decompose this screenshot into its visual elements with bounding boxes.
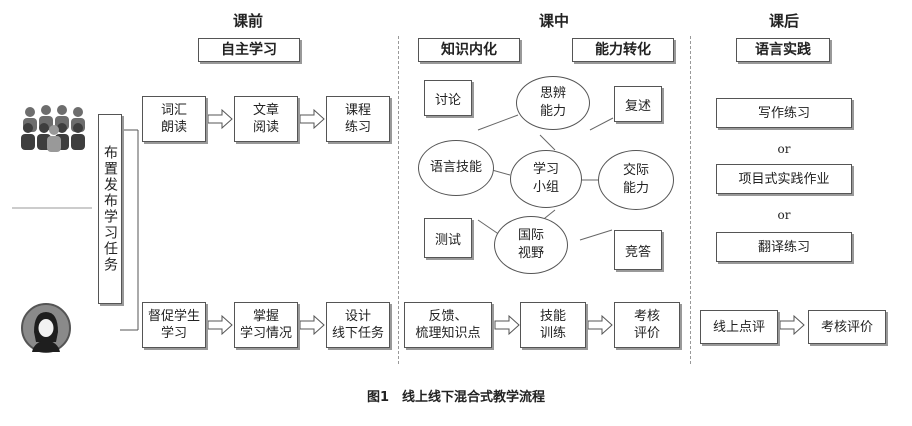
assign-tasks-box: 布置发布学习任务 (98, 114, 122, 304)
ellipse-group: 学习 小组 (510, 150, 582, 208)
in-offline-step: 反馈、 梳理知识点 (404, 302, 492, 348)
pre-online-step: 文章 阅读 (234, 96, 298, 142)
pre-offline-step: 设计 线下任务 (326, 302, 390, 348)
phase-sub-pre: 自主学习 (198, 38, 300, 62)
or-text: or (777, 142, 791, 156)
post-offline-step: 线上点评 (700, 310, 778, 344)
phase-sub-post: 语言实践 (736, 38, 830, 62)
phase-sub-in-2: 能力转化 (572, 38, 674, 62)
figure-caption: 图1 线上线下混合式教学流程 (366, 390, 546, 405)
post-online-item: 写作练习 (716, 98, 852, 128)
phase-title-in: 课中 (538, 12, 569, 30)
ellipse-communication: 交际 能力 (598, 150, 674, 210)
note-contest: 竞答 (614, 230, 662, 270)
pre-offline-step: 掌握 学习情况 (234, 302, 298, 348)
ellipse-vision: 国际 视野 (494, 216, 568, 274)
teacher-avatar-icon (20, 302, 72, 354)
note-discuss: 讨论 (424, 80, 472, 116)
pre-online-step: 词汇 朗读 (142, 96, 206, 142)
phase-title-pre: 课前 (232, 12, 263, 30)
pre-offline-step: 督促学生 学习 (142, 302, 206, 348)
pre-online-step: 课程 练习 (326, 96, 390, 142)
post-online-item: 项目式实践作业 (716, 164, 852, 194)
in-offline-step: 考核 评价 (614, 302, 680, 348)
note-test: 测试 (424, 218, 472, 258)
students-group-icon (18, 104, 90, 152)
phase-sub-in-1: 知识内化 (418, 38, 520, 62)
in-offline-step: 技能 训练 (520, 302, 586, 348)
phase-divider (398, 36, 399, 364)
phase-title-post: 课后 (768, 12, 799, 30)
phase-divider (690, 36, 691, 364)
ellipse-language: 语言技能 (418, 140, 494, 196)
note-retell: 复述 (614, 86, 662, 122)
post-offline-step: 考核评价 (808, 310, 886, 344)
or-text: or (777, 208, 791, 222)
ellipse-thinking: 思辨 能力 (516, 76, 590, 130)
post-online-item: 翻译练习 (716, 232, 852, 262)
arrow (207, 108, 805, 336)
